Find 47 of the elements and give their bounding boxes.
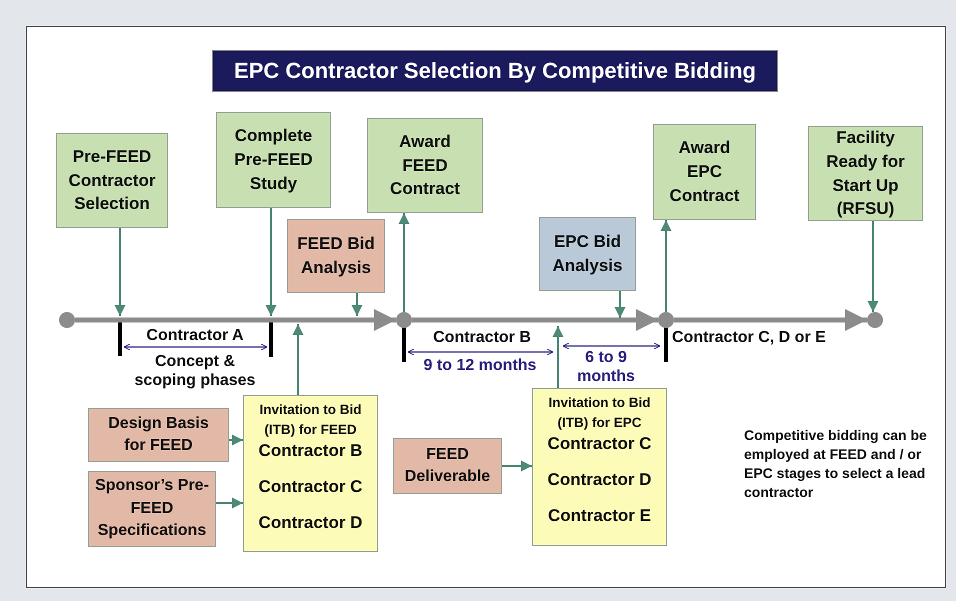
contractor-name: Contractor C: [548, 433, 652, 456]
milestone-box: Facility Ready for Start Up (RFSU): [808, 126, 923, 221]
process-box: Design Basis for FEED: [88, 408, 229, 462]
timeline-circle: [396, 312, 412, 328]
arrow: [216, 498, 243, 508]
process-box: FEED Deliverable: [393, 438, 502, 494]
arrow: [292, 324, 304, 395]
contractor-name: Contractor B: [258, 440, 362, 462]
duration-label: 9 to 12 months: [422, 356, 538, 376]
arrow: [229, 434, 243, 446]
timeline-arrow: [674, 309, 867, 331]
bid-list-box: [532, 388, 667, 546]
process-box: Sponsor’s Pre-FEED Specifications: [88, 471, 216, 547]
arrow: [114, 228, 126, 316]
bid-list-box: [243, 395, 378, 552]
arrow: [868, 221, 878, 312]
phase-label: Contractor B: [432, 328, 532, 348]
timeline-circle: [867, 312, 883, 328]
process-box: FEED Bid Analysis: [287, 219, 385, 293]
phase-label: Contractor C, D or E: [672, 328, 827, 348]
arrow: [352, 293, 362, 316]
milestone-box: Award EPC Contract: [653, 124, 756, 220]
timeline-circle: [59, 312, 75, 328]
phase-label: Contractor A: [145, 326, 245, 346]
timeline-arrow: [412, 309, 658, 331]
box-heading: Invitation to Bid (ITB) for FEED: [258, 401, 362, 439]
arrow: [660, 220, 672, 312]
arrow: [266, 208, 276, 316]
milestone-box: Complete Pre-FEED Study: [216, 112, 331, 208]
contractor-name: Contractor D: [258, 512, 362, 534]
arrow: [614, 291, 626, 318]
timeline-arrow: [75, 309, 396, 331]
contractor-name: Contractor D: [548, 468, 652, 491]
arrow: [552, 326, 564, 388]
milestone-box: Pre-FEED Contractor Selection: [56, 133, 168, 228]
contractor-name: Contractor E: [548, 504, 651, 527]
title: EPC Contractor Selection By Competitive Bidding: [212, 50, 778, 92]
note: Competitive bidding can be employed at FEED and / or EPC stages to select a lead contractor: [744, 426, 928, 502]
phase-note: Concept & scoping phases: [134, 352, 256, 390]
box-heading: Invitation to Bid (ITB) for EPC: [548, 394, 652, 432]
process-box: EPC Bid Analysis: [539, 217, 636, 291]
duration-label: 6 to 9 months: [576, 348, 636, 386]
contractor-name: Contractor C: [258, 476, 362, 498]
arrow: [502, 460, 532, 472]
arrow: [398, 213, 410, 312]
milestone-box: Award FEED Contract: [367, 118, 483, 213]
timeline-circle: [658, 312, 674, 328]
